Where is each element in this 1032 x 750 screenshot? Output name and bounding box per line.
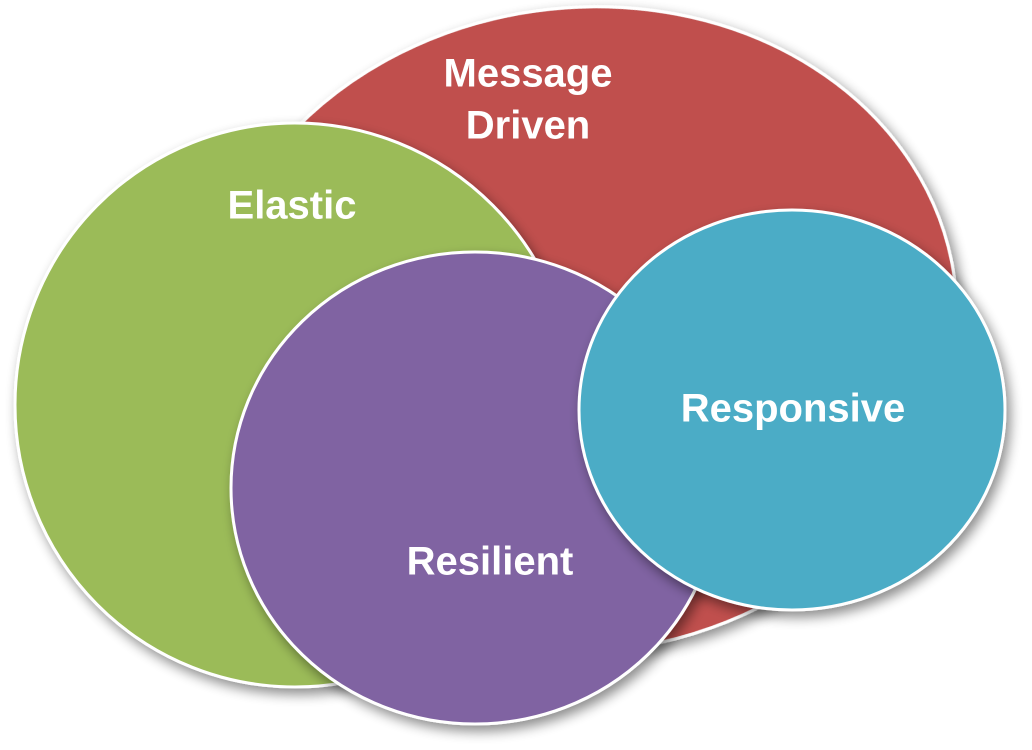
message-driven-label-line2: Driven: [466, 104, 591, 148]
elastic-label: Elastic: [228, 184, 357, 228]
responsive-ellipse-group: [577, 208, 1007, 612]
responsive-label: Responsive: [681, 387, 906, 431]
message-driven-label-line1: Message: [444, 52, 613, 96]
responsive-ellipse: [577, 208, 1007, 612]
resilient-label: Resilient: [407, 540, 574, 584]
